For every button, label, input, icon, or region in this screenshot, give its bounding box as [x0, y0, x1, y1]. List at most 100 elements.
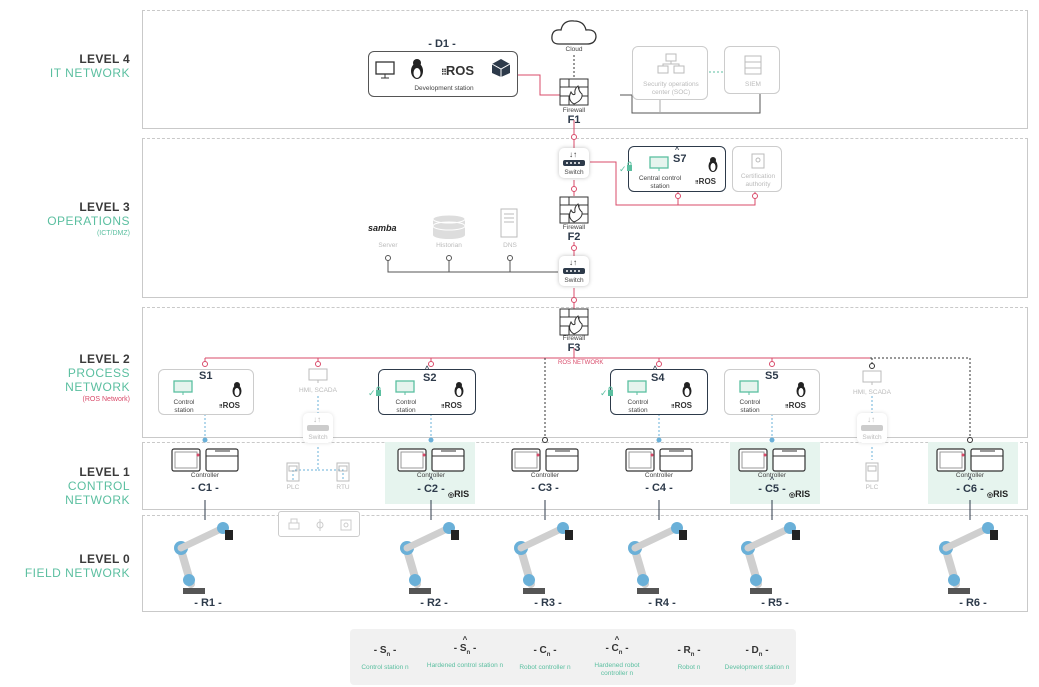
legend-item-hardened-control-station: ^- Sn -Hardened control station n [426, 635, 504, 670]
s1-id: S1 [199, 370, 213, 382]
ros-logo: ⠿ROS [441, 401, 463, 410]
legend-item-control-station: - Sn -Control station n [361, 645, 409, 671]
controller-icon [738, 448, 806, 472]
switch-l2-b-label: Switch [862, 434, 882, 441]
robot-arm-icon [514, 522, 573, 594]
development-station[interactable]: ⠿ROS Development station [368, 51, 518, 97]
controller-label: Controller [955, 472, 985, 479]
controller-c2[interactable]: Controller^- C2 -◎RIS [396, 447, 470, 502]
robot-id: - R3 - [534, 597, 562, 609]
legend-item-robot: - Rn -Robot n [677, 645, 701, 671]
soc-box[interactable]: Security operations center (SOC) [632, 46, 708, 100]
s2-label: Control station [395, 399, 417, 414]
robot-arm-icon [174, 522, 233, 594]
controller-id: - C4 - [645, 482, 673, 494]
dns-label: DNS [503, 242, 517, 249]
controller-id: ^- C6 - [956, 477, 984, 495]
field-devices-box [278, 511, 360, 537]
firewall-icon [559, 308, 589, 336]
switch-icon [563, 268, 585, 274]
s2-id: ^S2 [423, 366, 437, 384]
s5-id: S5 [765, 370, 779, 382]
switch-arrows-icon: ↓↑ [867, 415, 875, 424]
firewall-f1-label: Firewall [562, 107, 586, 114]
s7-id: ^S7 [673, 147, 687, 165]
development-station-label: Development station [414, 85, 474, 92]
siem-box[interactable]: SIEM [724, 46, 780, 94]
firewall-f2-label: Firewall [562, 224, 586, 231]
ros-logo: ⠿ROS [671, 401, 693, 410]
controller-c1[interactable]: Controller - C1 - [170, 447, 240, 502]
robot-r3[interactable]: - R3 - [513, 518, 583, 613]
server-label: Server [378, 242, 398, 249]
siem-label: SIEM [745, 81, 761, 88]
robot-r2[interactable]: - R2 - [399, 518, 469, 613]
ros-logo: ⠿ROS [785, 401, 807, 410]
firewall-icon [559, 78, 589, 106]
firewall-f3-id: F3 [567, 342, 581, 354]
robot-id: - R2 - [420, 597, 448, 609]
robot-r6[interactable]: - R6 - [938, 518, 1008, 613]
historian-label: Historian [436, 242, 462, 249]
robot-r5[interactable]: - R5 - [740, 518, 810, 613]
check-icon: ✓ [600, 388, 608, 398]
firewall-f2-id: F2 [567, 231, 581, 243]
s4-label: Control station [627, 399, 649, 414]
s5-label: Control station [739, 399, 761, 414]
controller-icon [625, 448, 693, 472]
switch-l3-bottom[interactable]: ↓↑ Switch [559, 256, 589, 286]
controller-id: ^- C2 - [417, 477, 445, 495]
switch-icon [563, 160, 585, 166]
ros-logo: ⠿ROS [219, 401, 241, 410]
controller-label: Controller [190, 472, 220, 479]
controller-c3[interactable]: Controller - C3 - [510, 447, 580, 502]
robot-r1[interactable]: - R1 - [173, 518, 243, 613]
d1-id: - D1 - [428, 38, 456, 50]
controller-c5[interactable]: Controller^- C5 -◎RIS [737, 447, 810, 502]
robot-arm-icon [400, 522, 459, 594]
legend: - Sn -Control station n ^- Sn -Hardened … [350, 629, 796, 685]
ris-badge: ◎RIS [987, 489, 1009, 499]
plc-2-label: PLC [865, 484, 879, 491]
cert-label: Certification authority [740, 173, 776, 188]
hardened-control-station-s2[interactable]: ^S2 Control station ⠿ROS [378, 366, 476, 415]
switch-l2-a-label: Switch [308, 434, 328, 441]
robot-id: - R4 - [648, 597, 676, 609]
robot-r4[interactable]: - R4 - [627, 518, 697, 613]
controller-c4[interactable]: Controller - C4 - [624, 447, 694, 502]
controller-id: - C3 - [531, 482, 559, 494]
switch-l2-a[interactable]: ↓↑ Switch [303, 413, 333, 443]
controller-c6[interactable]: Controller^- C6 -◎RIS [935, 447, 1009, 502]
control-station-s1[interactable]: S1 Control station ⠿ROS [158, 369, 254, 415]
controller-id: ^- C5 - [758, 477, 786, 495]
switch-l3-top[interactable]: ↓↑ Switch [559, 148, 589, 178]
controller-id: - C1 - [191, 482, 219, 494]
check-icon: ✓ [619, 164, 627, 174]
controller-icon [511, 448, 579, 472]
legend-item-development-station: - Dn -Development station n [724, 645, 790, 671]
hardened-control-station-s4[interactable]: ^S4 Control station ⠿ROS [610, 366, 708, 415]
control-station-s5[interactable]: S5 Control station ⠿ROS [724, 369, 820, 415]
robot-arm-icon [939, 522, 998, 594]
switch-l2-b[interactable]: ↓↑ Switch [857, 413, 887, 443]
central-control-station-s7[interactable]: ^S7 Central control station ⠿ROS [628, 146, 726, 192]
level1-band [142, 442, 1028, 510]
certification-authority-box[interactable]: Certification authority [732, 146, 782, 192]
hmi-scada-2-label: HMI, SCADA [853, 389, 891, 396]
soc-label: Security operations center (SOC) [643, 81, 699, 96]
switch-arrows-icon: ↓↑ [313, 415, 321, 424]
ris-badge: ◎RIS [448, 489, 470, 499]
controller-label: Controller [530, 472, 560, 479]
legend-item-robot-controller: - Cn -Robot controller n [519, 645, 571, 671]
ros-logo: ⠿ROS [441, 63, 475, 78]
s4-id: ^S4 [651, 366, 665, 384]
firewall-f3-label: Firewall [562, 335, 586, 342]
samba-logo: samba [368, 223, 397, 233]
s1-label: Control station [173, 399, 195, 414]
firewall-f1-id: F1 [567, 114, 581, 126]
controller-label: Controller [644, 472, 674, 479]
